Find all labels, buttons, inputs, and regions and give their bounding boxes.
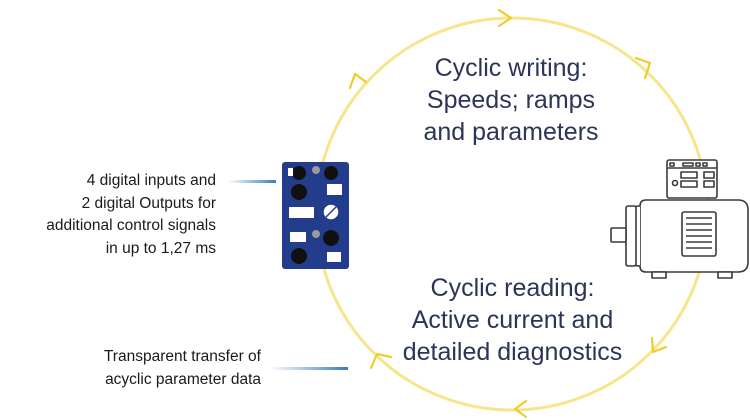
transfer-description-line-1: Transparent transfer of	[103, 348, 261, 365]
io-description: 4 digital inputs and 2 digital Outputs f…	[20, 170, 216, 260]
cyclic-reading-line-2: Active current and	[411, 306, 614, 334]
io-description-line-2: 2 digital Outputs for	[81, 194, 216, 212]
cycle-arrow-icon	[348, 8, 668, 419]
cyclic-writing-line-3: and parameters	[423, 118, 599, 146]
cyclic-writing-line-1: Cyclic writing:	[434, 54, 588, 82]
motor-drive-icon	[610, 159, 749, 279]
transfer-description-line-2: acyclic parameter data	[105, 370, 261, 388]
cyclic-reading-line-1: Cyclic reading:	[430, 274, 595, 302]
io-connector-line	[228, 180, 276, 183]
io-description-line-1: 4 digital inputs and	[86, 172, 216, 189]
transfer-description: Transparent transfer of acyclic paramete…	[20, 346, 261, 391]
cyclic-reading-text: Cyclic reading: Active current and detai…	[395, 272, 630, 368]
io-module-icon	[282, 162, 349, 269]
transfer-connector-line	[270, 367, 348, 370]
io-description-line-4: in up to 1,27 ms	[105, 239, 216, 257]
cyclic-reading-line-3: detailed diagnostics	[402, 338, 623, 366]
io-description-line-3: additional control signals	[46, 217, 216, 234]
cyclic-writing-line-2: Speeds; ramps	[426, 86, 596, 114]
cyclic-writing-text: Cyclic writing: Speeds; ramps and parame…	[405, 52, 617, 148]
